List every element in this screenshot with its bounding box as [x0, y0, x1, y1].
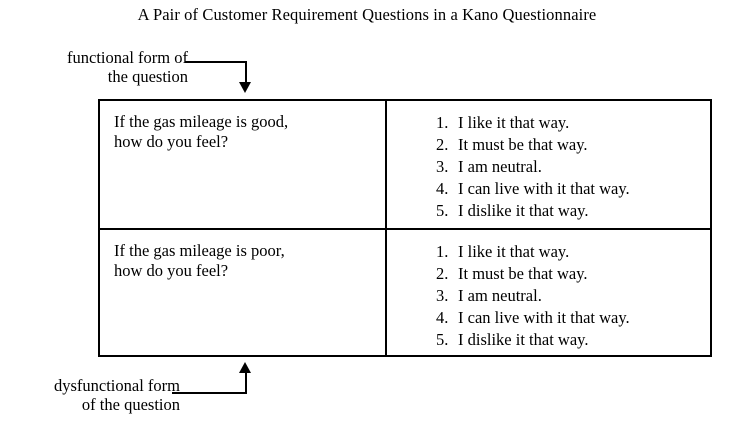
functional-question-line2: how do you feel? — [114, 132, 229, 151]
list-item[interactable]: 2. It must be that way. — [387, 134, 710, 156]
answer-number: 5. — [436, 330, 449, 349]
dysfunctional-leader-vertical-line — [245, 372, 247, 394]
figure-title: A Pair of Customer Requirement Questions… — [137, 5, 597, 24]
answer-number: 3. — [436, 286, 449, 305]
answer-text: I can live with it that way. — [458, 179, 630, 198]
list-item[interactable]: 2. It must be that way. — [387, 263, 710, 285]
functional-answer-cell: 1. I like it that way. 2. It must be that … — [387, 101, 710, 228]
answer-text: It must be that way. — [458, 135, 588, 154]
answer-text: I like it that way. — [458, 113, 570, 132]
answer-number: 2. — [436, 264, 449, 283]
kano-question-table: If the gas mileage is good, how do you f… — [98, 99, 712, 357]
answer-number: 1. — [436, 242, 449, 261]
answer-number: 3. — [436, 157, 449, 176]
table-row: If the gas mileage is poor, how do you f… — [100, 228, 710, 355]
answer-number: 4. — [436, 308, 449, 327]
list-item[interactable]: 5. I dislike it that way. — [387, 329, 710, 351]
dysfunctional-question-line1: If the gas mileage is poor, — [114, 241, 285, 260]
table-row: If the gas mileage is good, how do you f… — [100, 101, 710, 228]
answer-number: 4. — [436, 179, 449, 198]
dysfunctional-form-label-line1: dysfunctional form — [53, 376, 180, 395]
dysfunctional-answer-cell: 1. I like it that way. 2. It must be that … — [387, 230, 710, 355]
list-item[interactable]: 5. I dislike it that way. — [387, 200, 710, 222]
answer-number: 2. — [436, 135, 449, 154]
functional-leader-horizontal-line — [185, 61, 246, 63]
answer-text: I can live with it that way. — [458, 308, 630, 327]
answer-number: 5. — [436, 201, 449, 220]
answer-text: I like it that way. — [458, 242, 570, 261]
answer-text: I dislike it that way. — [458, 201, 589, 220]
answer-text: It must be that way. — [458, 264, 588, 283]
functional-leader-vertical-line — [245, 61, 247, 83]
answer-number: 1. — [436, 113, 449, 132]
list-item[interactable]: 3. I am neutral. — [387, 156, 710, 178]
list-item[interactable]: 4. I can live with it that way. — [387, 178, 710, 200]
functional-form-label: functional form of the question — [8, 48, 188, 86]
list-item[interactable]: 1. I like it that way. — [387, 241, 710, 263]
dysfunctional-form-label: dysfunctional form of the question — [4, 376, 180, 414]
arrow-up-icon — [239, 362, 251, 373]
functional-form-label-line1: functional form of — [67, 48, 188, 67]
answer-text: I dislike it that way. — [458, 330, 589, 349]
answer-text: I am neutral. — [458, 157, 542, 176]
dysfunctional-question-cell: If the gas mileage is poor, how do you f… — [100, 230, 387, 355]
list-item[interactable]: 3. I am neutral. — [387, 285, 710, 307]
answer-option-list: 1. I like it that way. 2. It must be that … — [387, 241, 710, 351]
functional-question-cell: If the gas mileage is good, how do you f… — [100, 101, 387, 228]
list-item[interactable]: 4. I can live with it that way. — [387, 307, 710, 329]
answer-option-list: 1. I like it that way. 2. It must be that … — [387, 112, 710, 222]
list-item[interactable]: 1. I like it that way. — [387, 112, 710, 134]
functional-question-line1: If the gas mileage is good, — [114, 112, 289, 131]
dysfunctional-question-line2: how do you feel? — [114, 261, 229, 280]
answer-text: I am neutral. — [458, 286, 542, 305]
arrow-down-icon — [239, 82, 251, 93]
dysfunctional-form-label-line2: of the question — [81, 395, 180, 414]
functional-form-label-line2: the question — [107, 67, 188, 86]
dysfunctional-leader-horizontal-line — [172, 392, 246, 394]
